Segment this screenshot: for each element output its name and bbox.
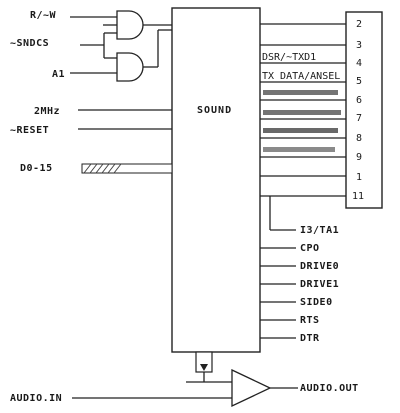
data-bus xyxy=(81,163,173,174)
audio-in-label: AUDIO.IN xyxy=(10,393,62,404)
output-drive0: DRIVE0 xyxy=(300,261,339,272)
pin-11: 11 xyxy=(352,191,364,202)
pin-2: 2 xyxy=(356,19,362,30)
illegible-labels xyxy=(263,90,341,152)
and-gate-1 xyxy=(116,10,144,40)
output-drive1: DRIVE1 xyxy=(300,279,339,290)
pin-8: 8 xyxy=(356,133,362,144)
pin-5: 5 xyxy=(356,76,362,87)
pin-6: 6 xyxy=(356,95,362,106)
and-gate-2 xyxy=(116,52,144,82)
signal-rw: R/~W xyxy=(30,10,57,21)
audio-out-label: AUDIO.OUT xyxy=(300,383,359,394)
output-rts: RTS xyxy=(300,315,320,326)
signal-2mhz: 2MHz xyxy=(34,106,60,117)
signal-sndcs: ~SNDCS xyxy=(10,38,49,49)
output-side0: SIDE0 xyxy=(300,297,333,308)
pin-9: 9 xyxy=(356,152,362,163)
chip-label: SOUND xyxy=(197,105,232,116)
output-cpo: CPO xyxy=(300,243,320,254)
signal-reset: ~RESET xyxy=(10,125,49,136)
row-label-txdata: TX DATA/ANSEL xyxy=(262,71,340,82)
sound-chip-box xyxy=(171,7,261,353)
signal-a1: A1 xyxy=(52,69,65,80)
row-label-dsr: DSR/~TXD1 xyxy=(262,52,316,63)
pin-7: 7 xyxy=(356,113,362,124)
pin-4: 4 xyxy=(356,58,362,69)
pin-1: 1 xyxy=(356,172,362,183)
connector-header xyxy=(345,11,383,209)
audio-amplifier xyxy=(231,368,272,408)
signal-d0-15: D0-15 xyxy=(20,163,53,174)
output-i3-ta1: I3/TA1 xyxy=(300,225,339,236)
pin-3: 3 xyxy=(356,40,362,51)
output-dtr: DTR xyxy=(300,333,320,344)
